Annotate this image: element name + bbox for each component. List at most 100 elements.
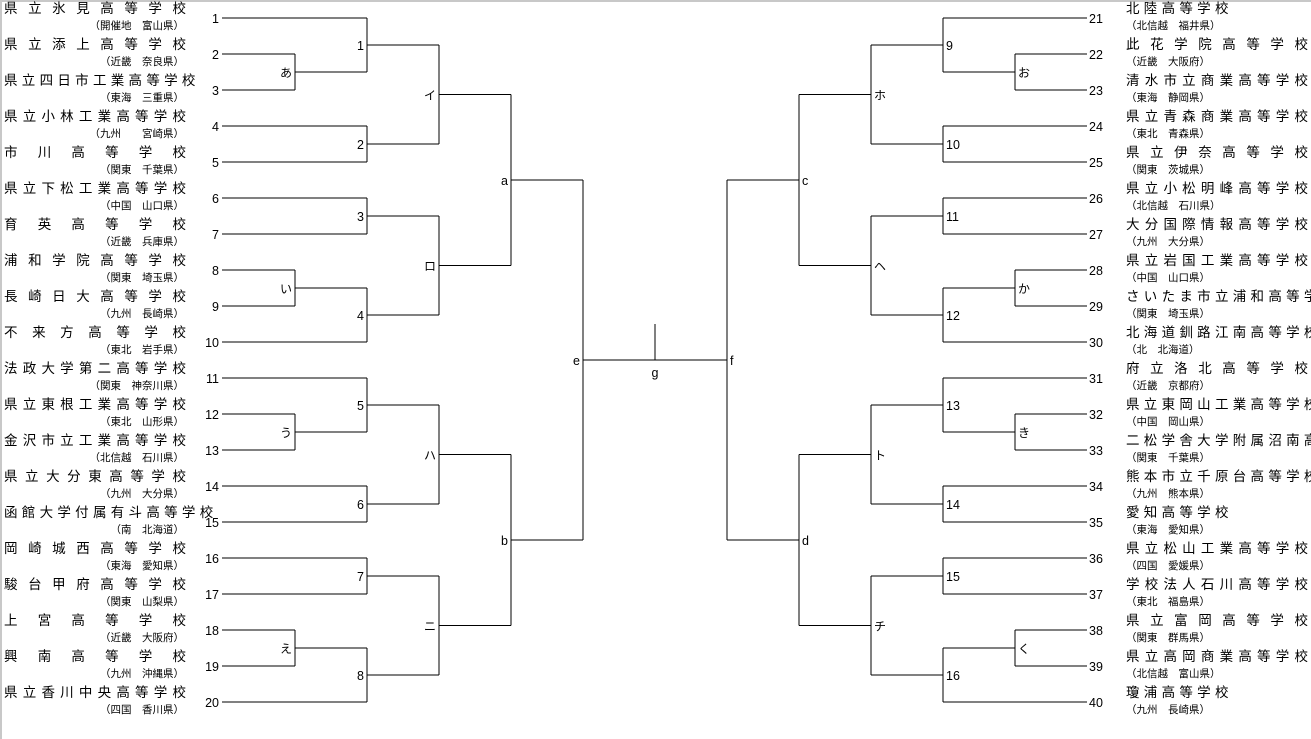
school-name: 長 崎 日 大 高 等 学 校 [4,289,186,305]
slot-number: 19 [205,660,219,674]
match-label: う [280,426,292,440]
school-entry: 県 立 小 松 明 峰 高 等 学 校 （北信越 石川県） [1126,180,1308,216]
match-label: か [1018,282,1030,296]
school-region: （東北 青森県） [1126,128,1210,140]
school-region: （北信越 石川県） [1126,200,1221,212]
school-region: （九州 熊本県） [1126,488,1210,500]
slot-number: 31 [1089,372,1103,386]
school-region: （北信越 石川県） [89,452,185,464]
school-entry: 県 立 四 日 市 工 業 高 等 学 校 （東海 三重県） [0,72,196,108]
school-entry: 県 立 伊 奈 高 等 学 校（関東 茨城県） [1126,144,1308,180]
match-label: 2 [357,138,364,152]
school-name: 県 立 四 日 市 工 業 高 等 学 校 [4,73,196,89]
match-label: く [1018,642,1030,656]
slot-number: 23 [1089,84,1103,98]
slot-number: 32 [1089,408,1103,422]
match-label: 4 [357,309,364,323]
school-name: 市 川 高 等 学 校 [4,145,186,161]
match-label: ニ [424,620,436,634]
match-label: 7 [357,570,364,584]
school-entry: 法 政 大 学 第 二 高 等 学 校 （関東 神奈川県） [0,360,186,396]
match-label: ヘ [874,260,886,274]
school-name: 北 陸 高 等 学 校 [1126,1,1229,17]
match-label: ホ [874,89,886,103]
slot-number: 33 [1089,444,1103,458]
match-label: え [280,642,292,656]
school-region: （東北 福島県） [1126,596,1210,608]
school-entry: 県 立 下 松 工 業 高 等 学 校（中国 山口県） [0,180,186,216]
school-name: 大 分 国 際 情 報 高 等 学 校 [1126,217,1308,233]
school-region: （中国 山口県） [100,200,184,212]
match-label: 13 [946,399,960,413]
school-name: 学 校 法 人 石 川 高 等 学 校 [1126,577,1308,593]
school-region: （関東 埼玉県） [1126,308,1210,320]
slot-number: 12 [205,408,219,422]
school-entry: 駿 台 甲 府 高 等 学 校（関東 山梨県） [0,576,186,612]
school-name: 育 英 高 等 学 校 [4,217,186,233]
slot-number: 40 [1089,696,1103,710]
school-entry: 不 来 方 高 等 学 校（東北 岩手県） [0,324,186,360]
school-name: 県 立 岩 国 工 業 高 等 学 校 [1126,253,1308,269]
slot-number: 7 [212,228,219,242]
school-region: （東海 愛知県） [100,560,184,572]
match-label: お [1018,66,1030,80]
school-entry: 此 花 学 院 高 等 学 校（近畿 大阪府） [1126,36,1308,72]
school-region: （東海 静岡県） [1126,92,1210,104]
school-region: （関東 千葉県） [1126,452,1210,464]
school-region: （近畿 大阪府） [1126,56,1210,68]
match-label: 9 [946,39,953,53]
match-label: あ [280,66,292,80]
slot-number: 22 [1089,48,1103,62]
slot-number: 15 [205,516,219,530]
slot-number: 35 [1089,516,1103,530]
match-label: 6 [357,498,364,512]
school-name: 県 立 小 松 明 峰 高 等 学 校 [1126,181,1308,197]
school-entry: さ い た ま 市 立 浦 和 高 等 学 校（関東 埼玉県） [1126,288,1311,324]
school-name: 県 立 大 分 東 高 等 学 校 [4,469,186,485]
school-entry: 県 立 東 岡 山 工 業 高 等 学 校（中国 岡山県） [1126,396,1311,432]
match-label: 5 [357,399,364,413]
slot-number: 3 [212,84,219,98]
school-region: （四国 香川県） [100,704,184,716]
school-entry: 県 立 添 上 高 等 学 校（近畿 奈良県） [0,36,186,72]
slot-number: 13 [205,444,219,458]
school-region: （近畿 京都府） [1126,380,1210,392]
slot-number: 6 [212,192,219,206]
school-region: （関東 千葉県） [100,164,184,176]
school-name: 法 政 大 学 第 二 高 等 学 校 [4,361,186,377]
school-entry: 県 立 高 岡 商 業 高 等 学 校（北信越 富山県） [1126,648,1308,684]
school-name: 愛 知 高 等 学 校 [1126,505,1229,521]
school-region: （北 北海道） [1126,344,1200,356]
school-region: （北信越 富山県） [1126,668,1221,680]
school-region: （関東 神奈川県） [89,380,185,392]
school-name: 県 立 青 森 商 業 高 等 学 校 [1126,109,1308,125]
slot-number: 11 [206,372,219,386]
match-label: b [501,534,508,548]
school-region: （九州 沖縄県） [100,668,184,680]
school-entry: 岡 崎 城 西 高 等 学 校 （東海 愛知県） [0,540,186,576]
slot-number: 37 [1089,588,1103,602]
school-entry: 学 校 法 人 石 川 高 等 学 校 （東北 福島県） [1126,576,1308,612]
school-region: （北信越 福井県） [1126,20,1221,32]
match-label: 15 [946,570,960,584]
school-name: 上 宮 高 等 学 校 [4,613,186,629]
slot-number: 26 [1089,192,1103,206]
school-region: （九州 宮崎県） [89,128,185,140]
school-name: 岡 崎 城 西 高 等 学 校 [4,541,186,557]
school-entry: 瓊 浦 高 等 学 校（九州 長崎県） [1126,684,1308,720]
slot-number: 24 [1089,120,1103,134]
school-name: 県 立 添 上 高 等 学 校 [4,37,186,53]
school-region: （東北 岩手県） [100,344,184,356]
school-entry: 育 英 高 等 学 校（近畿 兵庫県） [0,216,186,252]
school-name: 県 立 東 根 工 業 高 等 学 校 [4,397,186,413]
match-label: き [1018,426,1030,440]
school-region: （関東 群馬県） [1126,632,1210,644]
school-region: （中国 山口県） [1126,272,1210,284]
school-region: （九州 大分県） [1126,236,1210,248]
match-label: 10 [946,138,960,152]
match-label: ハ [424,449,436,463]
school-name: 金 沢 市 立 工 業 高 等 学 校 [4,433,186,449]
school-region: （九州 大分県） [100,488,184,500]
school-region: （東海 三重県） [100,92,184,104]
match-label: 11 [946,210,959,224]
